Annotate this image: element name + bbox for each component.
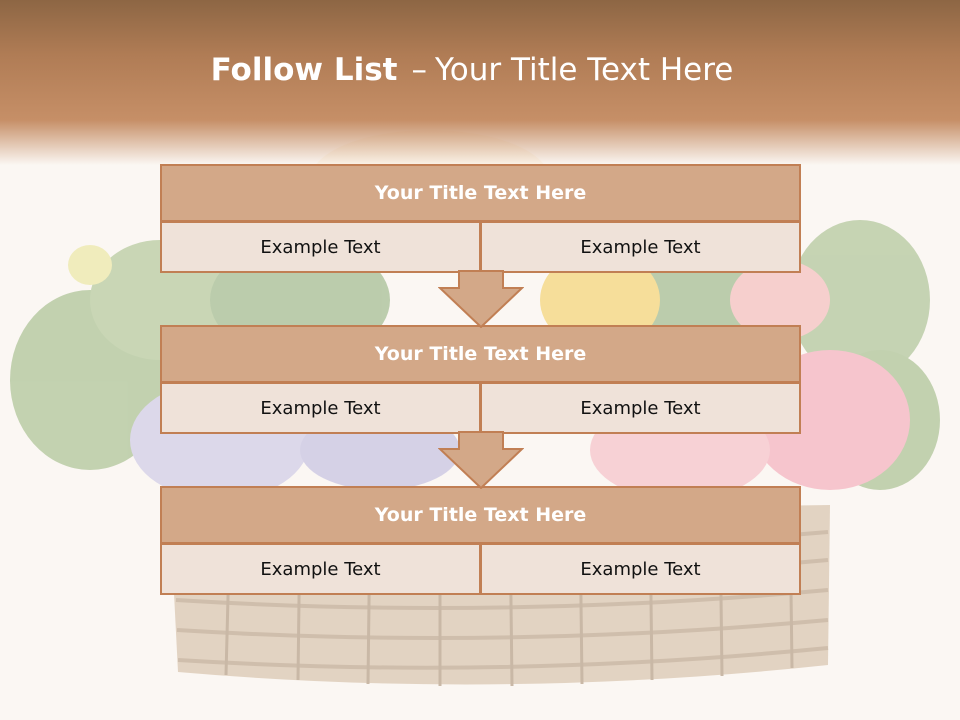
step-cell-left: Example Text [160, 383, 481, 434]
slide-title-bold: Follow List [210, 52, 398, 88]
down-arrow-icon [438, 431, 524, 489]
slide-title: Follow List–Your Title Text Here [0, 52, 944, 88]
step-row: Example Text Example Text [160, 383, 801, 434]
step-title: Your Title Text Here [160, 164, 801, 222]
step-cell-left: Example Text [160, 222, 481, 273]
step-cell-right: Example Text [481, 383, 801, 434]
down-arrow-icon [438, 270, 524, 328]
step-row: Example Text Example Text [160, 544, 801, 595]
list-step-1: Your Title Text Here Example Text Exampl… [160, 164, 801, 273]
slide-title-dash: – [411, 52, 427, 88]
slide-title-rest: Your Title Text Here [434, 52, 734, 88]
step-title: Your Title Text Here [160, 486, 801, 544]
step-cell-right: Example Text [481, 544, 801, 595]
list-step-3: Your Title Text Here Example Text Exampl… [160, 486, 801, 595]
step-cell-right: Example Text [481, 222, 801, 273]
step-row: Example Text Example Text [160, 222, 801, 273]
step-title: Your Title Text Here [160, 325, 801, 383]
step-cell-left: Example Text [160, 544, 481, 595]
list-step-2: Your Title Text Here Example Text Exampl… [160, 325, 801, 434]
